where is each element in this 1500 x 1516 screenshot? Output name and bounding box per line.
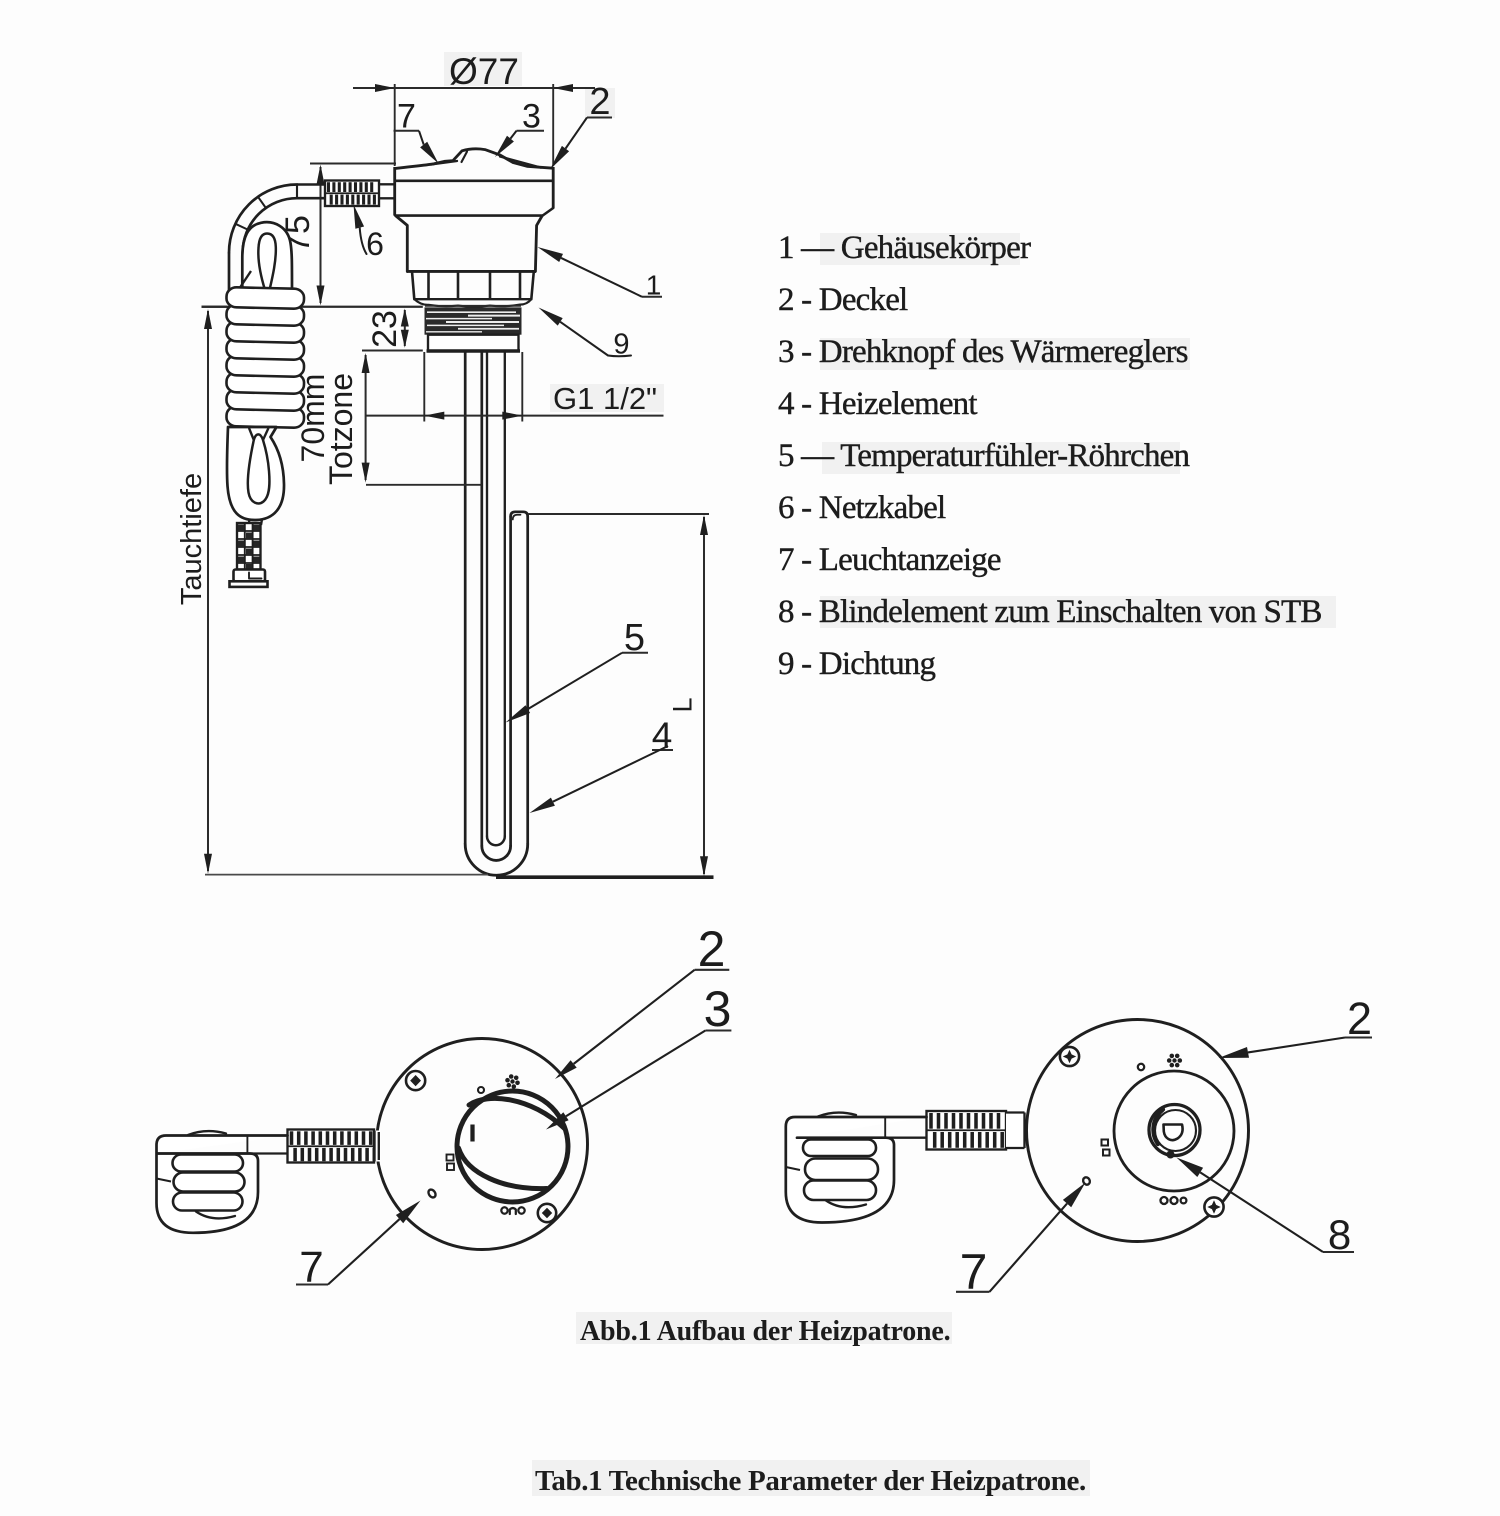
svg-text:1: 1: [646, 270, 662, 301]
svg-text:5 — Temperaturfühler-Röhrchen: 5 — Temperaturfühler-Röhrchen: [778, 438, 1190, 474]
svg-text:Tab.1 Technische Parameter der: Tab.1 Technische Parameter der Heizpatro…: [535, 1465, 1086, 1497]
svg-text:1 — Gehäusekörper: 1 — Gehäusekörper: [778, 230, 1031, 266]
svg-text:L: L: [668, 697, 698, 712]
svg-text:3 - Drehknopf des Wärmereglers: 3 - Drehknopf des Wärmereglers: [778, 334, 1188, 370]
svg-text:8 - Blindelement zum Einschalt: 8 - Blindelement zum Einschalten von STB: [778, 594, 1322, 630]
svg-text:Abb.1 Aufbau der Heizpatrone.: Abb.1 Aufbau der Heizpatrone.: [580, 1316, 950, 1347]
svg-text:4 - Heizelement: 4 - Heizelement: [778, 386, 977, 422]
svg-text:7 - Leuchtanzeige: 7 - Leuchtanzeige: [778, 542, 1001, 578]
svg-text:23: 23: [366, 310, 404, 348]
svg-text:2: 2: [589, 81, 610, 123]
svg-text:2: 2: [698, 921, 726, 977]
svg-text:3: 3: [704, 981, 732, 1037]
svg-text:Tauchtiefe: Tauchtiefe: [176, 473, 208, 605]
svg-text:3: 3: [522, 98, 541, 136]
svg-text:2: 2: [1347, 993, 1372, 1044]
svg-text:5: 5: [624, 617, 645, 659]
svg-text:7: 7: [397, 98, 416, 136]
svg-text:9 - Dichtung: 9 - Dichtung: [778, 646, 936, 682]
svg-text:Ø77: Ø77: [449, 51, 519, 92]
svg-text:7: 7: [960, 1244, 988, 1300]
svg-text:G1 1/2": G1 1/2": [553, 381, 657, 416]
svg-text:Totzone: Totzone: [323, 373, 359, 485]
svg-text:8: 8: [1328, 1211, 1351, 1258]
svg-text:6 - Netzkabel: 6 - Netzkabel: [778, 490, 946, 526]
svg-text:2 - Deckel: 2 - Deckel: [778, 282, 908, 318]
svg-text:9: 9: [613, 329, 629, 361]
svg-text:6: 6: [366, 226, 384, 262]
